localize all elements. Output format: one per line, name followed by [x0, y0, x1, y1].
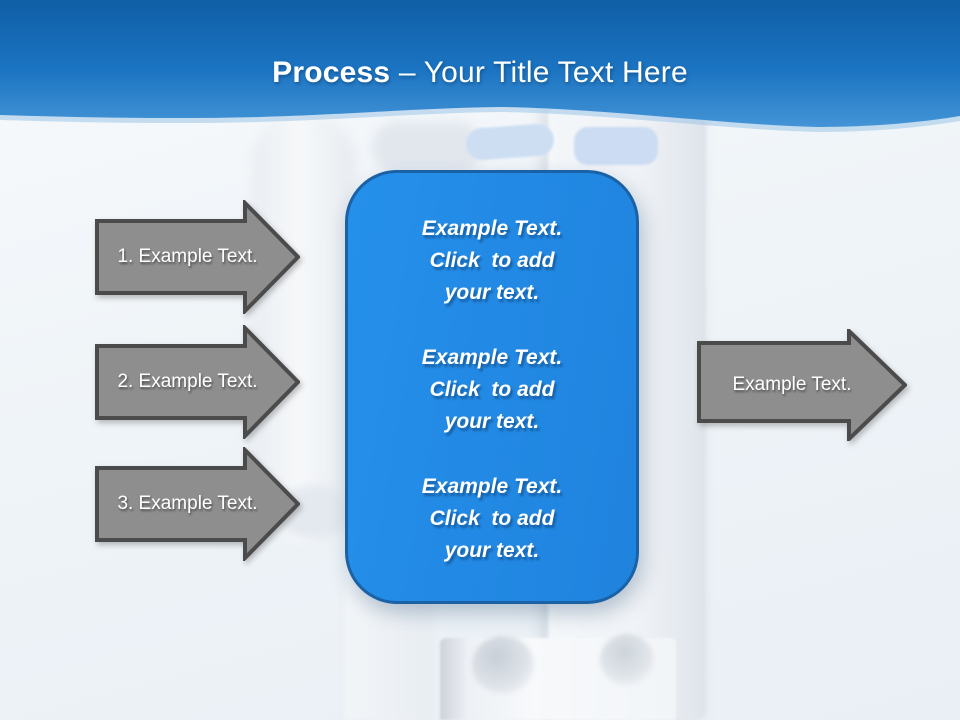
background-puzzle-notch-2: [600, 634, 654, 686]
step-arrow-1[interactable]: 1. Example Text.: [95, 200, 300, 314]
arrow-right-shape: [95, 200, 300, 314]
background-figure-body: [252, 112, 356, 542]
text-placeholder-2[interactable]: Example Text. Click to add your text.: [421, 346, 563, 433]
arrow-right-shape: [95, 447, 300, 561]
slide-title-emphasis: Process: [272, 56, 391, 89]
step-arrow-3[interactable]: 3. Example Text.: [95, 447, 300, 561]
arrow-right-shape: [697, 329, 907, 441]
step-arrow-2[interactable]: 2. Example Text.: [95, 325, 300, 439]
background-figure-arm: [372, 122, 482, 174]
header-wave-band: [0, 0, 960, 132]
step-arrow-2-label: 2. Example Text.: [117, 371, 258, 392]
header-wave-main: [0, 0, 960, 127]
arrow-right-shape: [95, 325, 300, 439]
output-arrow[interactable]: Example Text.: [697, 329, 907, 441]
background-puzzle-blue-tab-2: [574, 127, 658, 165]
step-arrow-3-label: 3. Example Text.: [117, 493, 258, 514]
slide-title[interactable]: Process – Your Title Text Here: [0, 56, 960, 90]
step-arrow-1-label: 1. Example Text.: [117, 246, 258, 267]
output-arrow-label: Example Text.: [732, 374, 852, 395]
background-puzzle-notch: [472, 636, 534, 694]
center-text-box[interactable]: Example Text. Click to add your text. Ex…: [345, 170, 639, 604]
slide-title-rest: – Your Title Text Here: [390, 56, 688, 89]
text-placeholder-3[interactable]: Example Text. Click to add your text.: [421, 475, 563, 562]
text-placeholder-1[interactable]: Example Text. Click to add your text.: [421, 217, 563, 304]
